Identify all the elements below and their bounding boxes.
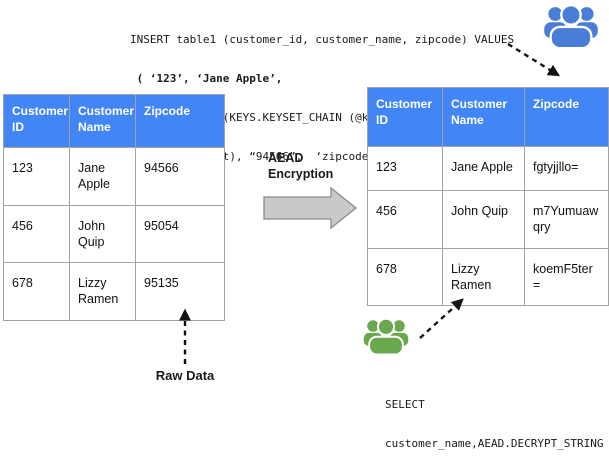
header-zipcode: Zipcode [135,94,225,148]
header-customer-name: Customer Name [442,87,525,147]
table-row: 123 Jane Apple fgtyjjllo= [367,146,609,191]
cell-encrypted-zipcode: koemF5ter= [524,247,609,306]
cell-customer-name: Jane Apple [69,147,136,206]
cell-customer-name: Jane Apple [442,146,525,191]
table-row: 678 Lizzy Ramen 95135 [3,262,225,321]
aead-encryption-label: AEAD Encryption [268,151,334,181]
sql-line: INSERT table1 (customer_id, customer_nam… [130,33,515,46]
header-zipcode: Zipcode [524,87,609,147]
cell-customer-name: John Quip [442,190,525,249]
cell-customer-id: 123 [367,146,443,191]
cell-zipcode: 95135 [135,262,225,321]
cell-zipcode: 95054 [135,204,225,263]
cell-customer-name: Lizzy Ramen [442,247,525,306]
table-row: 123 Jane Apple 94566 [3,147,225,206]
cell-customer-name: John Quip [69,204,136,263]
header-customer-id: Customer ID [367,87,443,147]
users-group-icon [363,312,409,365]
cell-encrypted-zipcode: m7Yumuawqry [524,190,609,249]
table-row: 678 Lizzy Ramen koemF5ter= [367,247,609,306]
select-sql-snippet: SELECT customer_name,AEAD.DECRYPT_STRING… [385,372,604,469]
cell-customer-id: 456 [367,190,443,249]
cell-customer-id: 456 [3,204,70,263]
cell-customer-id: 123 [3,147,70,206]
sql-line: customer_name,AEAD.DECRYPT_STRING [385,437,604,450]
header-customer-name: Customer Name [69,94,136,148]
cell-customer-id: 678 [367,247,443,306]
cell-encrypted-zipcode: fgtyjjllo= [524,146,609,191]
raw-data-label: Raw Data [155,368,215,383]
encrypted-data-table: Customer ID Customer Name Zipcode 123 Ja… [367,87,609,306]
table-row: 456 John Quip m7Yumuawqry [367,190,609,249]
users-group-icon [543,2,599,55]
sql-line: ( ‘123’, ‘Jane Apple’, [130,72,283,85]
cell-customer-name: Lizzy Ramen [69,262,136,321]
table-row: 456 John Quip 95054 [3,204,225,263]
raw-data-table: Customer ID Customer Name Zipcode 123 Ja… [3,94,225,321]
encryption-arrow [263,186,358,230]
sql-line: SELECT [385,398,425,411]
header-customer-id: Customer ID [3,94,70,148]
cell-zipcode: 94566 [135,147,225,206]
cell-customer-id: 678 [3,262,70,321]
